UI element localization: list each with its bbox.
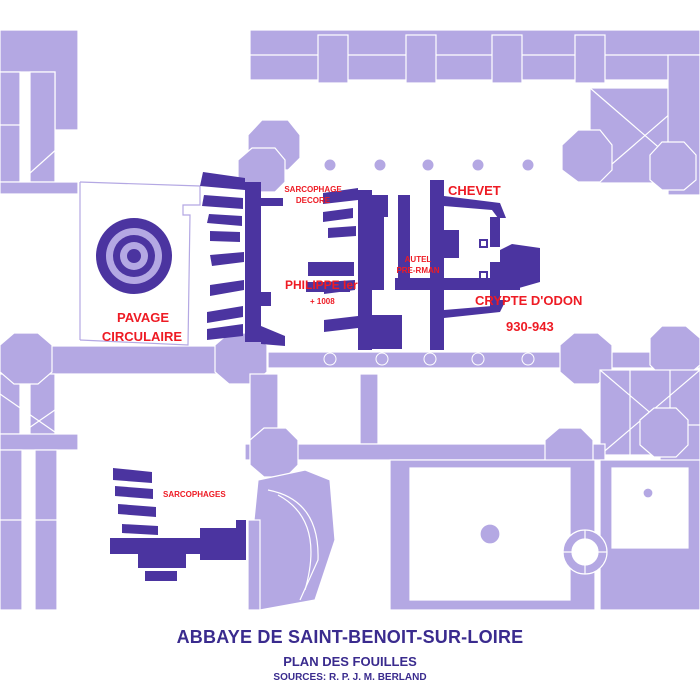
caption-subtitle: PLAN DES FOUILLES <box>283 654 417 669</box>
label-philippe: PHILIPPE Ier <box>285 278 358 292</box>
label-autel: AUTEL <box>404 255 432 264</box>
label-pavage: PAVAGE <box>116 310 169 325</box>
excavated-remains <box>96 172 540 581</box>
excavation-plan <box>0 29 700 611</box>
pavage-outline <box>79 181 201 346</box>
arcade-columns <box>323 158 535 366</box>
existing-structure <box>0 29 700 611</box>
label-circulaire: CIRCULAIRE <box>101 329 183 344</box>
label-sarcophages: SARCOPHAGES <box>163 490 226 499</box>
label-philippe-date: + 1008 <box>310 297 335 306</box>
caption-title: ABBAYE DE SAINT-BENOIT-SUR-LOIRE <box>176 627 524 647</box>
label-pre-roman: PRE-RMAN <box>396 266 440 275</box>
label-crypte: CRYPTE D'ODON <box>475 293 583 308</box>
label-chevet: CHEVET <box>448 183 501 198</box>
label-crypte-dates: 930-943 <box>506 319 554 334</box>
label-decore: DECORE <box>295 196 331 205</box>
caption: ABBAYE DE SAINT-BENOIT-SUR-LOIRE PLAN DE… <box>0 626 700 685</box>
label-sarcophage: SARCOPHAGE <box>284 185 342 194</box>
caption-sources: SOURCES: R. P. J. M. BERLAND <box>273 672 427 683</box>
